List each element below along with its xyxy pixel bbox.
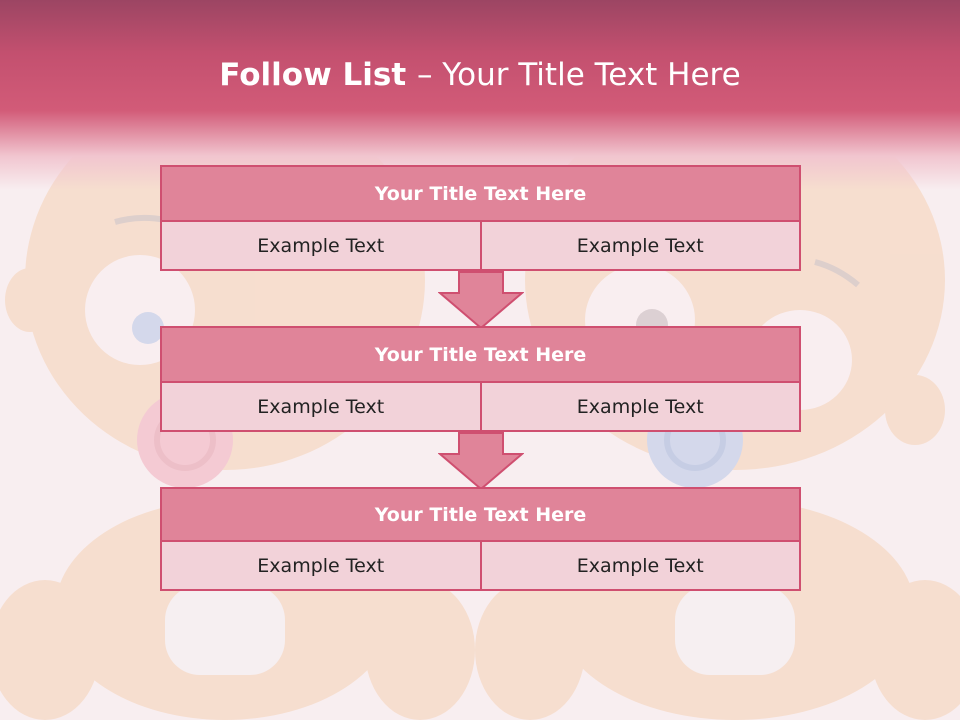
down-arrow-icon (438, 432, 524, 490)
block-title: Your Title Text Here (160, 165, 801, 222)
block-cell-left: Example Text (160, 383, 482, 432)
block-cell-left: Example Text (160, 222, 482, 271)
block-title: Your Title Text Here (160, 487, 801, 542)
block-cell-right: Example Text (481, 383, 801, 432)
block-title: Your Title Text Here (160, 326, 801, 383)
block-cell-left: Example Text (160, 542, 482, 591)
block-row: Example Text Example Text (160, 542, 801, 591)
block-row: Example Text Example Text (160, 222, 801, 271)
header-band (0, 0, 960, 190)
block-cell-right: Example Text (481, 542, 801, 591)
block-row: Example Text Example Text (160, 383, 801, 432)
title-separator: – (416, 57, 443, 93)
block-cell-right: Example Text (481, 222, 801, 271)
list-block-2: Your Title Text Here Example Text Exampl… (160, 326, 801, 432)
down-arrow-icon (438, 271, 524, 329)
list-block-3: Your Title Text Here Example Text Exampl… (160, 487, 801, 591)
title-bold-part: Follow List (219, 57, 417, 93)
title-rest-part: Your Title Text Here (442, 57, 741, 93)
slide-title: Follow List – Your Title Text Here (0, 54, 960, 96)
list-block-1: Your Title Text Here Example Text Exampl… (160, 165, 801, 271)
